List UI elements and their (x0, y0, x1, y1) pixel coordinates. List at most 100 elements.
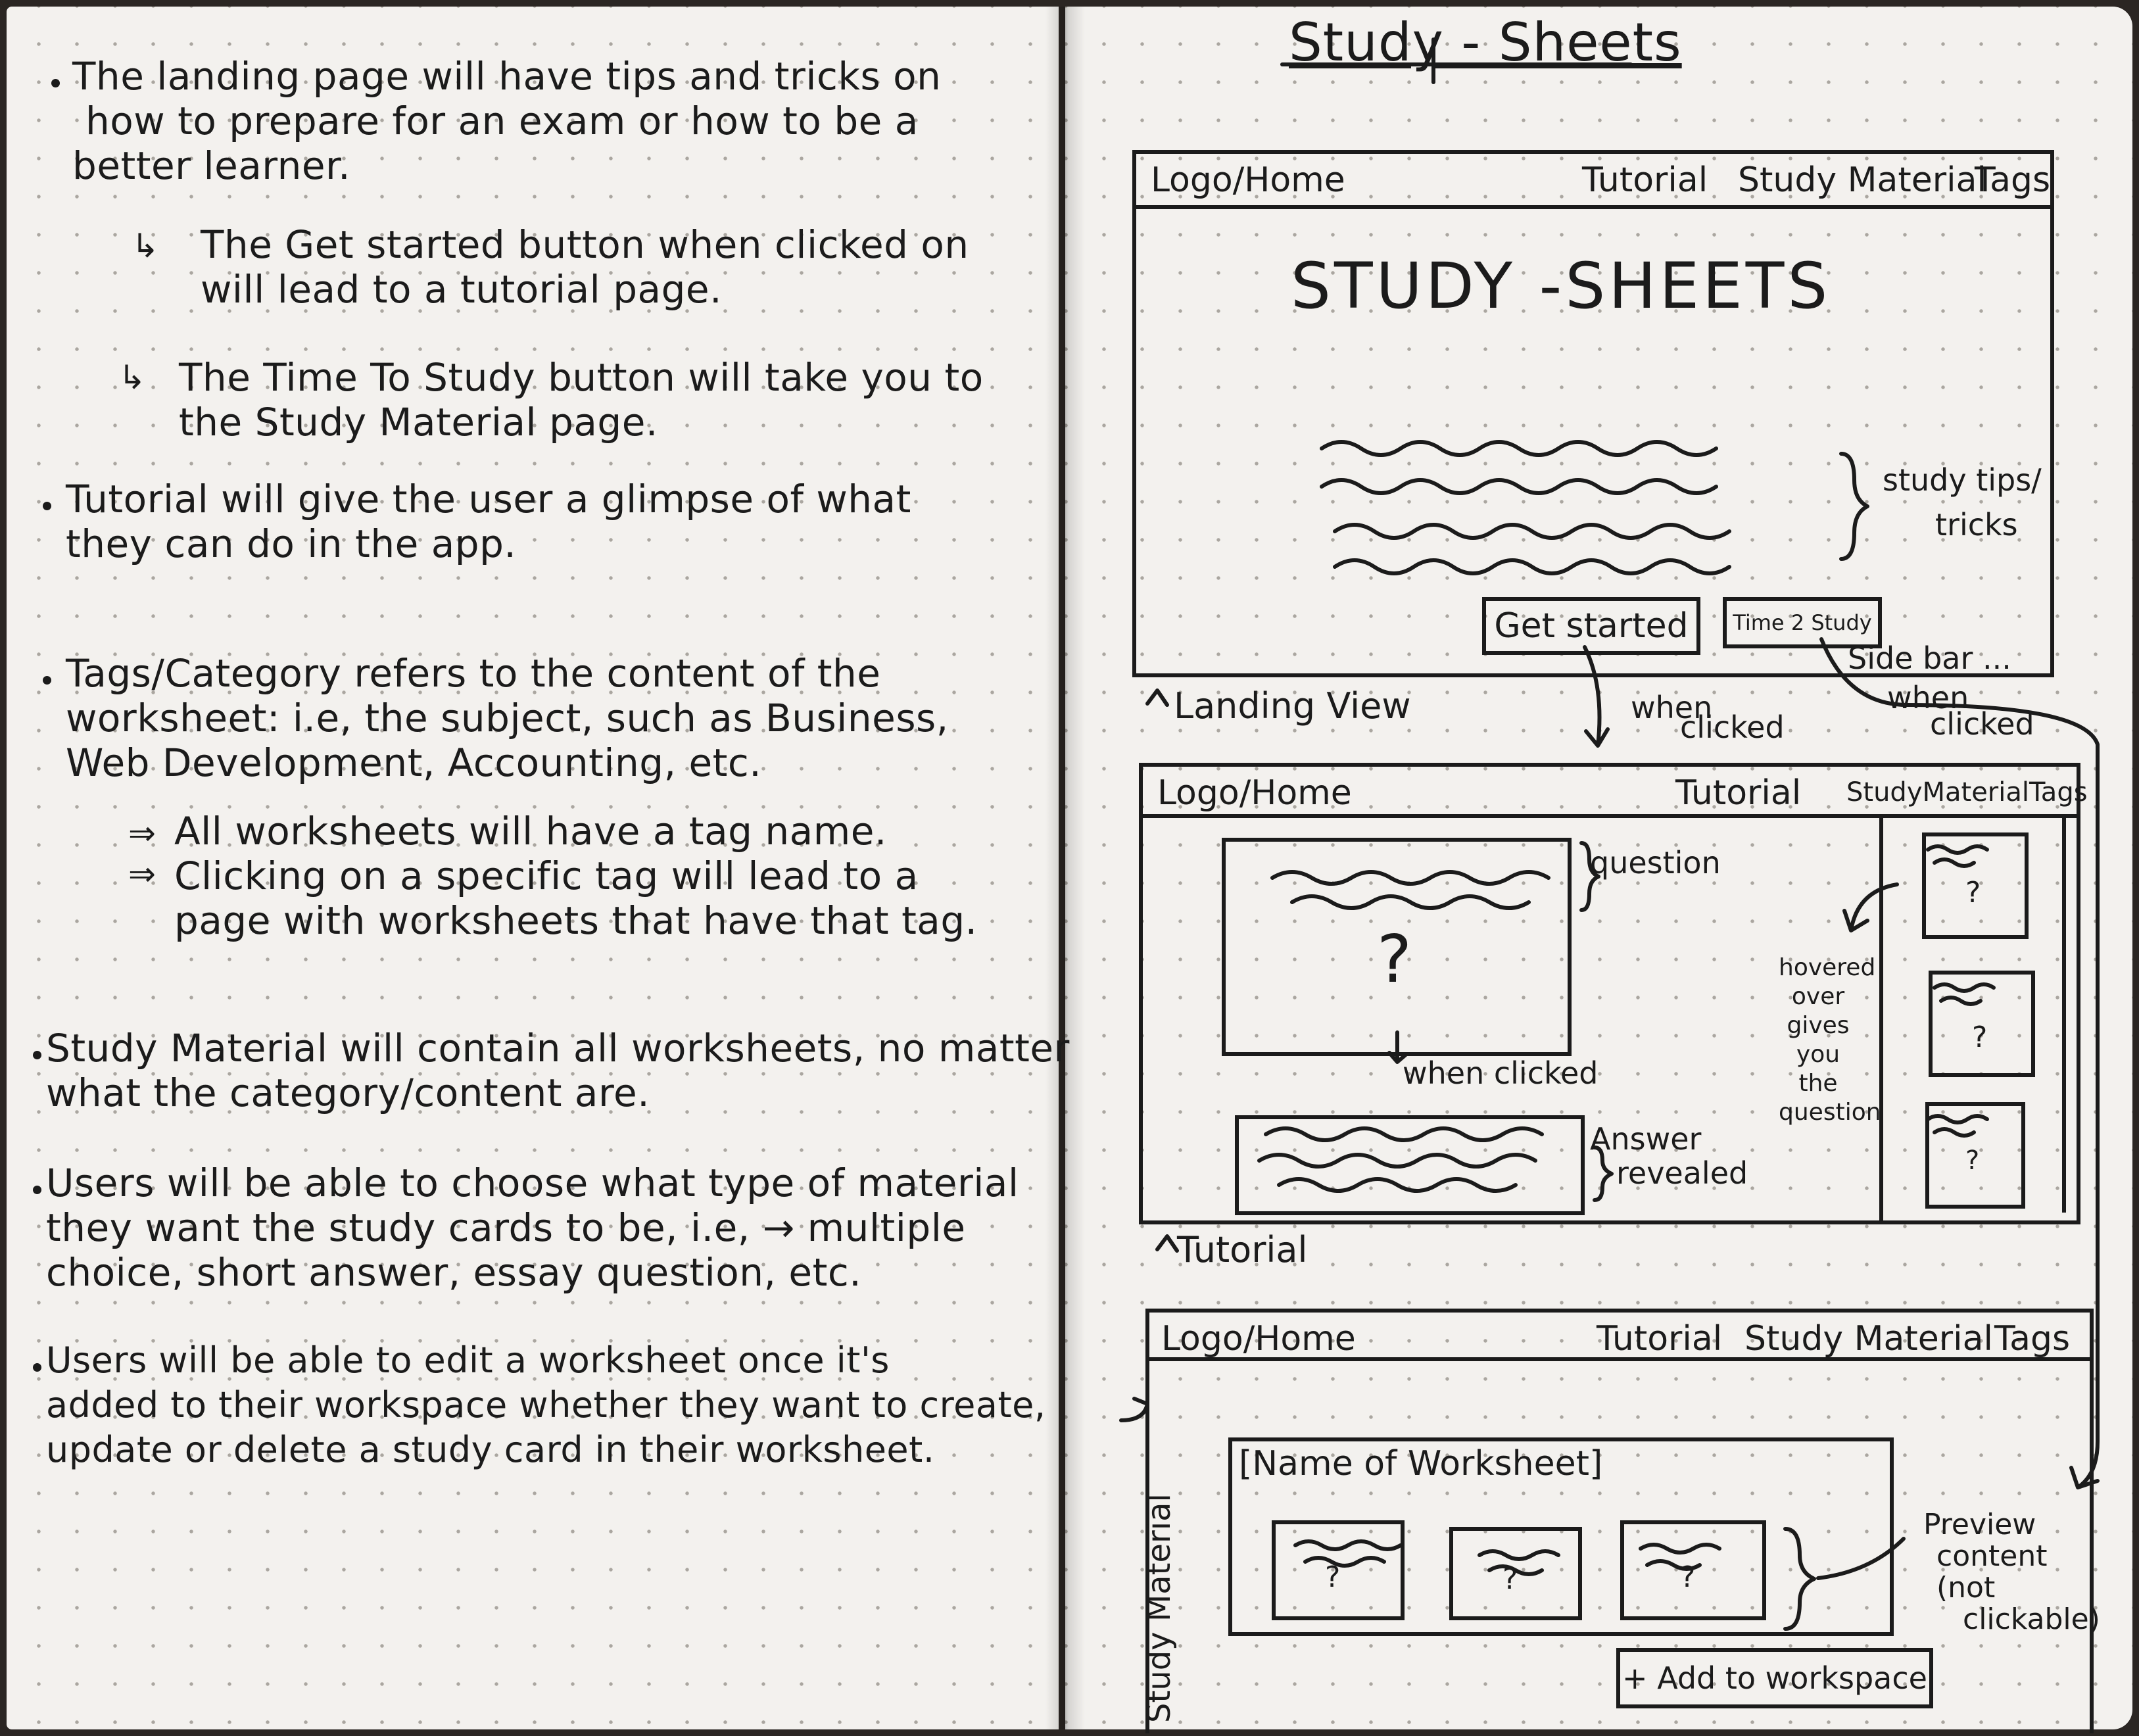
nav-tutorial[interactable]: Tutorial (1597, 1319, 1723, 1359)
side-bar-note: Side bar ... (1848, 640, 2011, 676)
preview-note-line: clickable) (1963, 1603, 2100, 1636)
question-card[interactable]: ? (1222, 838, 1572, 1056)
study-material-caption: Study Material (1141, 1493, 1178, 1723)
note-line: Study Material will contain all workshee… (46, 1026, 1070, 1071)
sub-arrow-icon: ⇒ (128, 855, 156, 893)
when-clicked-note-1: when (1631, 690, 1713, 725)
sub-arrow-icon: ⇒ (128, 814, 156, 852)
note-line: Web Development, Accounting, etc. (66, 740, 762, 785)
tutorial-caption: Tutorial (1177, 1229, 1308, 1270)
hover-note-line: the (1798, 1070, 1838, 1097)
note-line: Tutorial will give the user a glimpse of… (66, 477, 911, 521)
note-line: added to their workspace whether they wa… (46, 1384, 1046, 1426)
question-mark-icon: ? (1502, 1562, 1518, 1596)
note-material-type: Users will be able to choose what type o… (46, 1161, 1019, 1295)
preview-note-line: (not (1936, 1571, 1996, 1604)
hover-note-line: question (1779, 1099, 1881, 1126)
note-line: Users will be able to choose what type o… (46, 1161, 1019, 1205)
question-mark-icon: ? (1972, 1021, 1988, 1054)
question-mark-icon: ? (1325, 1560, 1341, 1594)
when-clicked-note-2b: clicked (1930, 706, 2034, 742)
landing-wireframe: Logo/Home Tutorial Study Material Tags S… (1132, 150, 2054, 677)
nav-study-material[interactable]: Study Material (1738, 160, 1986, 200)
bullet-icon (33, 1186, 41, 1194)
note-landing-page: The landing page will have tips and tric… (72, 54, 941, 188)
nav-tutorial[interactable]: Tutorial (1582, 160, 1708, 200)
preview-note-line: Preview (1923, 1508, 2036, 1541)
note-line: Tags/Category refers to the content of t… (66, 651, 881, 696)
bullet-icon (51, 79, 60, 87)
note-line: they want the study cards to be, i.e, → … (46, 1205, 966, 1250)
nav-logo-home[interactable]: Logo/Home (1161, 1319, 1356, 1359)
worksheet-name: [Name of Worksheet] (1239, 1444, 1603, 1483)
question-mark-icon: ? (1377, 921, 1412, 998)
note-get-started: The Get started button when clicked on w… (201, 222, 969, 312)
hover-note-line: hovered (1779, 954, 1876, 981)
bullet-icon (43, 676, 51, 685)
sidebar-scrollbar[interactable] (2062, 818, 2066, 1213)
question-label: question (1590, 845, 1721, 880)
answer-label: Answer (1590, 1121, 1702, 1157)
question-mark-icon: ? (1965, 1145, 1980, 1176)
hover-note-line: you (1796, 1041, 1840, 1068)
nav-tags[interactable]: Tags (1994, 1319, 2071, 1359)
note-tag-click: Clicking on a specific tag will lead to … (174, 854, 978, 943)
note-tags-category: Tags/Category refers to the content of t… (66, 651, 949, 785)
hover-note: hovered over gives you the question (1779, 953, 1881, 1127)
page-title: Study - Sheets (1289, 12, 1682, 73)
landing-view-caption: Landing View (1174, 685, 1411, 727)
note-line: choice, short answer, essay question, et… (46, 1250, 862, 1295)
nav-logo-home[interactable]: Logo/Home (1151, 160, 1345, 200)
bullet-icon (33, 1363, 41, 1372)
note-line: The Get started button when clicked on (201, 222, 969, 267)
worksheet-panel: [Name of Worksheet] ? ? ? (1228, 1437, 1894, 1636)
question-mark-icon: ? (1965, 876, 1981, 909)
nav-logo-home[interactable]: Logo/Home (1157, 773, 1352, 813)
sidebar-card[interactable]: ? (1929, 971, 2035, 1077)
sidebar-card[interactable]: ? (1922, 832, 2029, 939)
note-edit-worksheet: Users will be able to edit a worksheet o… (46, 1338, 1046, 1472)
note-line: The landing page will have tips and tric… (72, 54, 942, 99)
add-to-workspace-button[interactable]: + Add to workspace (1616, 1648, 1933, 1708)
nav-tags[interactable]: Tags (1975, 160, 2051, 200)
sub-arrow-icon: ↳ (132, 227, 159, 265)
note-line: page with worksheets that have that tag. (174, 898, 978, 943)
note-line: better learner. (72, 143, 351, 188)
preview-card: ? (1449, 1527, 1582, 1620)
preview-note-line: content (1936, 1539, 2048, 1573)
preview-card: ? (1620, 1520, 1766, 1620)
notebook-binding (1045, 7, 1085, 1729)
bullet-icon (43, 502, 51, 510)
answer-label-2: revealed (1616, 1155, 1748, 1191)
hover-note-line: over (1791, 983, 1845, 1010)
landing-navbar: Logo/Home Tutorial Study Material Tags (1136, 154, 2050, 209)
note-line: Users will be able to edit a worksheet o… (46, 1339, 890, 1381)
note-line: will lead to a tutorial page. (201, 267, 723, 312)
note-line: The Time To Study button will take you t… (179, 355, 984, 400)
nav-tutorial[interactable]: Tutorial (1675, 773, 1802, 813)
note-line: worksheet: i.e, the subject, such as Bus… (66, 696, 949, 740)
time-to-study-button[interactable]: Time 2 Study (1723, 597, 1882, 648)
note-line: All worksheets will have a tag name. (174, 809, 887, 854)
when-clicked-note-3: when clicked (1403, 1055, 1598, 1091)
study-tips-label-2: tricks (1935, 507, 2018, 542)
note-line: how to prepare for an exam or how to be … (85, 99, 919, 143)
note-study-material: Study Material will contain all workshee… (46, 1026, 1070, 1115)
answer-card (1235, 1115, 1585, 1215)
tutorial-wireframe: Logo/Home Tutorial StudyMaterialTags ? q… (1139, 763, 2088, 1224)
nav-study-material[interactable]: Study Material (1744, 1319, 1993, 1359)
study-material-navbar: Logo/Home Tutorial Study Material Tags (1149, 1313, 2090, 1361)
sidebar-card[interactable]: ? (1925, 1102, 2025, 1209)
note-line: they can do in the app. (66, 521, 517, 566)
nav-study-material-tags[interactable]: StudyMaterialTags (1846, 777, 2088, 808)
note-line: the Study Material page. (179, 400, 658, 445)
question-mark-icon: ? (1680, 1560, 1696, 1594)
preview-note: Preview content (not clickable) (1923, 1509, 2100, 1635)
get-started-button[interactable]: Get started (1482, 597, 1700, 655)
sidebar-divider (1879, 818, 1883, 1220)
landing-heading: STUDY -SHEETS (1291, 249, 1831, 323)
tutorial-navbar: Logo/Home Tutorial StudyMaterialTags (1143, 767, 2088, 818)
left-notebook-page (7, 7, 1059, 1729)
when-clicked-note-1b: clicked (1680, 710, 1785, 745)
bullet-icon (33, 1051, 41, 1059)
